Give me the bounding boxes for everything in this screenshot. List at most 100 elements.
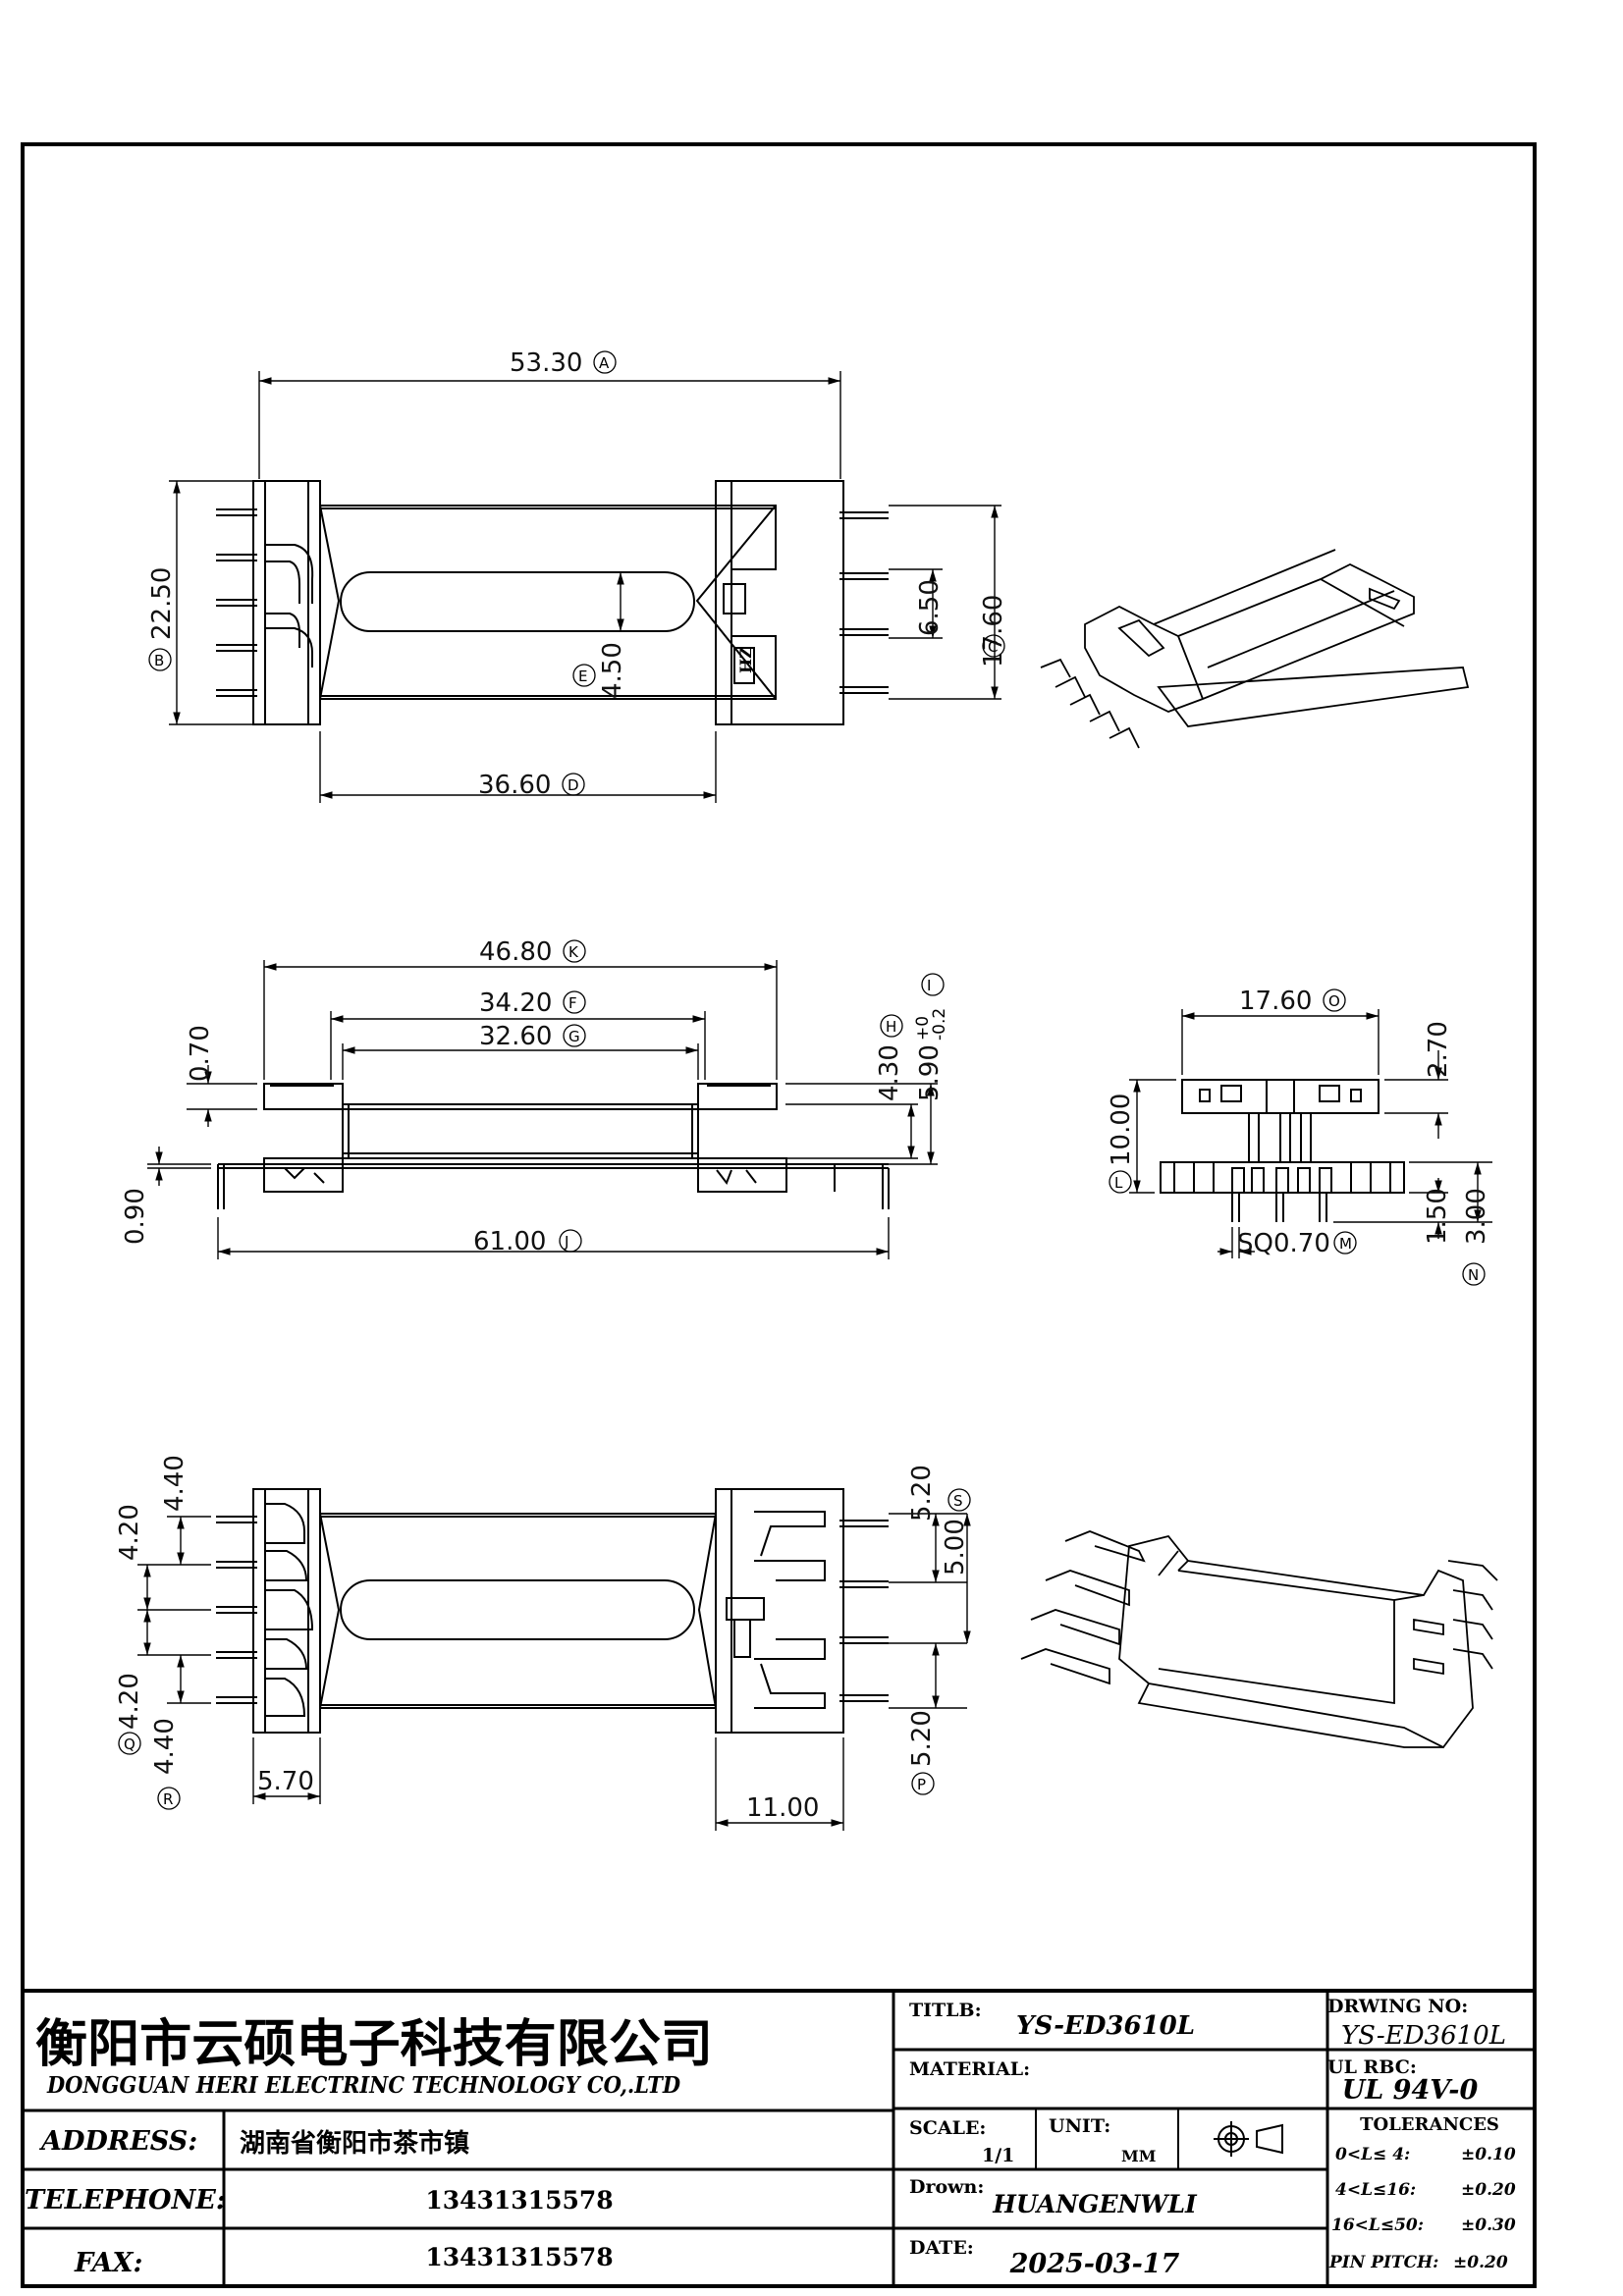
svg-text:S: S — [953, 1492, 963, 1510]
svg-text:O: O — [1328, 992, 1340, 1010]
projection-symbol-icon — [1214, 2121, 1283, 2157]
drawn-value: HUANGENWLI — [992, 2190, 1198, 2218]
dim-a: 53.30 — [510, 348, 582, 378]
unit-value: MM — [1121, 2147, 1156, 2165]
tolerance-value-3: ±0.30 — [1461, 2216, 1516, 2235]
svg-text:I: I — [927, 977, 931, 994]
fax-label: FAX: — [74, 2248, 142, 2278]
scale-value: 1/1 — [982, 2145, 1014, 2166]
fax-value: 13431315578 — [425, 2243, 613, 2271]
svg-text:B: B — [154, 652, 164, 669]
drawing-no-label: DRWING NO: — [1327, 1996, 1468, 2017]
end-view-dim-labels: 17.60 O 2.70 10.00 L 1.50 3.00 N SQ0.70 … — [1107, 987, 1491, 1286]
bottom-view-left-pins — [216, 1516, 257, 1704]
dim-570: 5.70 — [257, 1767, 314, 1796]
dim-650: 6.50 — [915, 579, 945, 636]
dim-090: 0.90 — [121, 1188, 150, 1245]
svg-text:P: P — [917, 1776, 926, 1793]
dim-q: 4.20 — [115, 1673, 144, 1730]
scale-label: SCALE: — [909, 2117, 986, 2139]
dim-n: 3.00 — [1462, 1188, 1491, 1245]
tolerance-range-2: 4<L≤16: — [1335, 2180, 1416, 2200]
svg-text:N: N — [1468, 1266, 1479, 1284]
dim-p: 5.20 — [907, 1710, 937, 1767]
dim-o: 17.60 — [1239, 987, 1312, 1016]
dim-f: 34.20 — [479, 988, 552, 1018]
side-view — [217, 1083, 890, 1209]
top-view-dim-labels: 53.30 A 22.50 B 17.60 C 6.50 36.60 D 4.5… — [147, 348, 1008, 800]
sheet-border — [21, 142, 1537, 2288]
dim-500: 5.00 — [941, 1519, 970, 1575]
top-view — [216, 480, 889, 725]
telephone-value: 13431315578 — [425, 2186, 613, 2215]
side-view-dimensions — [147, 960, 938, 1259]
svg-text:K: K — [568, 943, 579, 961]
svg-text:C: C — [988, 638, 998, 656]
tolerances-label: TOLERANCES — [1360, 2114, 1499, 2135]
tolerance-value-2: ±0.20 — [1461, 2180, 1516, 2200]
dim-c: 17.60 — [979, 595, 1008, 667]
svg-text:G: G — [568, 1028, 580, 1045]
ul-value: UL 94V-0 — [1342, 2075, 1479, 2106]
dim-i: 5.90 — [915, 1044, 945, 1101]
dim-j: 61.00 — [473, 1227, 546, 1256]
dim-b: 22.50 — [147, 567, 177, 640]
date-label: DATE: — [909, 2237, 974, 2259]
bottom-view — [216, 1488, 889, 1734]
iso-view-top — [1040, 549, 1470, 749]
dim-i-tol-plus: +0 — [913, 1016, 933, 1041]
tolerance-range-1: 0<L≤ 4: — [1335, 2145, 1410, 2164]
dim-s: 5.20 — [907, 1465, 937, 1522]
end-view — [1160, 1079, 1405, 1222]
pin-pitch-label: PIN PITCH: — [1328, 2253, 1438, 2272]
dim-r: 4.40 — [150, 1718, 180, 1775]
company-name-en: DONGGUAN HERI ELECTRINC TECHNOLOGY CO,.L… — [46, 2072, 680, 2099]
svg-text:M: M — [1339, 1235, 1352, 1253]
iso-view-bottom — [1020, 1530, 1498, 1749]
dim-e: 4.50 — [598, 642, 627, 699]
unit-label: UNIT: — [1049, 2115, 1110, 2137]
dim-l: 10.00 — [1107, 1094, 1136, 1166]
title-label: TITLB: — [909, 2000, 982, 2021]
dim-k: 46.80 — [479, 937, 552, 967]
company-name-cn: 衡阳市云硕电子科技有限公司 — [35, 2014, 713, 2074]
dim-1100: 11.00 — [746, 1793, 819, 1823]
bottom-view-dim-labels: 5.20 S 5.00 5.20 P 4.40 4.20 4.20 Q 4.40… — [115, 1455, 971, 1823]
dim-270: 2.70 — [1424, 1021, 1453, 1078]
svg-text:E: E — [578, 667, 587, 685]
svg-text:L: L — [1114, 1174, 1123, 1192]
title-block: 衡阳市云硕电子科技有限公司 DONGGUAN HERI ELECTRINC TE… — [25, 1996, 1516, 2279]
material-label: MATERIAL: — [909, 2058, 1030, 2080]
svg-text:H: H — [886, 1018, 896, 1036]
svg-text:F: F — [568, 994, 577, 1012]
dim-d: 36.60 — [478, 771, 551, 800]
dim-070: 0.70 — [186, 1025, 215, 1082]
dim-i-tol-minus: -0.2 — [930, 1008, 949, 1041]
bottom-view-right-pins — [839, 1520, 889, 1702]
telephone-label: TELEPHONE: — [25, 2185, 226, 2216]
drawn-label: Drown: — [909, 2176, 984, 2198]
top-view-dimensions — [169, 371, 1001, 803]
pin-pitch-value: ±0.20 — [1453, 2253, 1508, 2272]
date-value: 2025-03-17 — [1009, 2249, 1180, 2279]
title-value: YS-ED3610L — [1016, 2011, 1195, 2041]
bottom-view-dimensions — [137, 1513, 971, 1831]
top-view-right-pins — [839, 511, 889, 694]
svg-text:Q: Q — [124, 1735, 135, 1753]
svg-text:A: A — [599, 354, 610, 372]
svg-text:R: R — [163, 1790, 173, 1808]
dim-h: 4.30 — [875, 1044, 904, 1101]
top-view-left-pins — [216, 508, 257, 697]
side-view-dim-labels: 46.80 K 34.20 F 32.60 G 4.30 H 5.90 +0 -… — [121, 937, 949, 1256]
svg-text:D: D — [568, 776, 579, 794]
address-label: ADDRESS: — [38, 2126, 197, 2157]
dim-440-top: 4.40 — [160, 1455, 189, 1512]
drawing-no-value: YS-ED3610L — [1341, 2021, 1506, 2051]
dim-g: 32.60 — [479, 1022, 552, 1051]
top-view-logo-mark: HZ — [736, 647, 755, 673]
address-value: 湖南省衡阳市茶市镇 — [240, 2128, 469, 2159]
tolerance-range-3: 16<L≤50: — [1331, 2216, 1424, 2235]
dim-m: SQ0.70 — [1237, 1229, 1330, 1258]
dim-420-top: 4.20 — [115, 1504, 144, 1561]
